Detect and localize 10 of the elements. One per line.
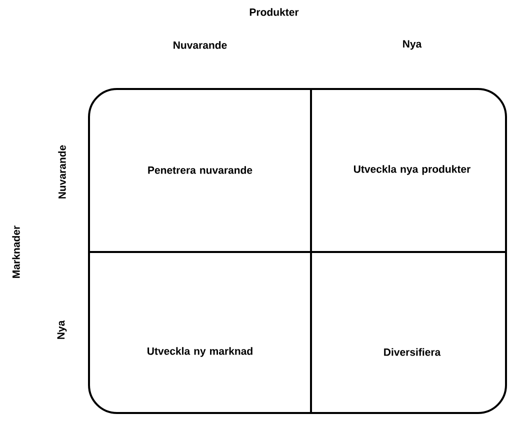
axis-title: Marknader [12, 226, 20, 278]
row-header: Nuvarande [58, 145, 66, 198]
quadrant-text: Utveckla ny marknad [148, 347, 252, 357]
quadrant-text: Penetrera nuvarande [148, 166, 252, 174]
axis-title: Produkter [250, 8, 299, 16]
column-header: Nuvarande [174, 41, 227, 49]
row-header: Nya [57, 320, 67, 339]
quadrant-text: Diversifiera [384, 348, 441, 356]
column-header: Nya [403, 40, 422, 50]
quadrant-text: Utveckla nya produkter [354, 165, 470, 175]
